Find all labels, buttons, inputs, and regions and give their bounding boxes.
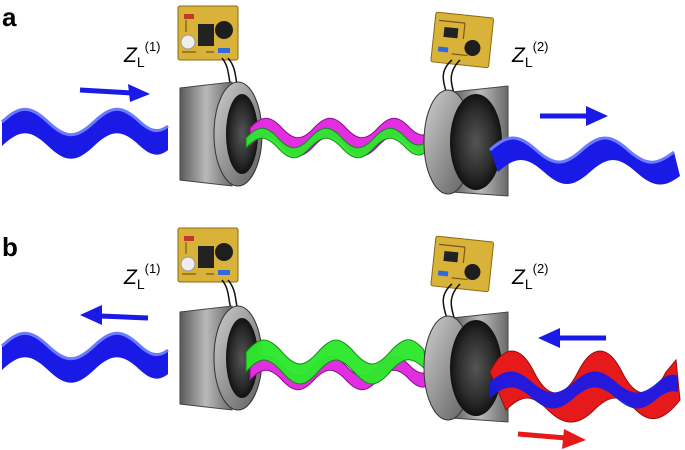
- transmitted-arrow-a: [540, 106, 608, 126]
- svg-text:ZL(1): ZL(1): [123, 39, 161, 70]
- loudspeaker-icon: [423, 311, 509, 423]
- incident-wave-right-b: [489, 350, 681, 423]
- circuit-board-icon: [177, 227, 239, 283]
- circuit-board-icon: [430, 11, 494, 69]
- impedance-label-right-a: ZL(2): [511, 39, 549, 70]
- impedance-label-left-a: ZL(1): [123, 39, 161, 70]
- impedance-label-right-b: ZL(2): [511, 261, 549, 292]
- reflected-arrow-right-b: [538, 328, 606, 348]
- circuit-board-icon: [430, 235, 494, 293]
- loudspeaker-icon: [179, 305, 263, 411]
- reflected-wave-left-b: [0, 331, 169, 383]
- loudspeaker-icon: [423, 85, 509, 197]
- loudspeaker-icon: [179, 81, 263, 187]
- panel-letter-a: a: [2, 2, 17, 32]
- incident-arrow-a: [79, 84, 150, 102]
- mode-ribbons-b: [245, 339, 431, 391]
- panel-a: a ZL(1): [0, 2, 680, 197]
- svg-text:ZL(2): ZL(2): [511, 261, 549, 292]
- transmitted-wave-right-a: [489, 136, 680, 185]
- mode-ribbons-a: [245, 117, 431, 159]
- panel-b: b ZL(1): [0, 227, 681, 449]
- reflected-arrow-left-b: [80, 305, 149, 325]
- incident-arrow-right-b: [517, 429, 586, 449]
- svg-text:ZL(1): ZL(1): [123, 261, 161, 292]
- circuit-board-icon: [177, 5, 239, 61]
- impedance-label-left-b: ZL(1): [123, 261, 161, 292]
- panel-letter-b: b: [2, 232, 18, 262]
- svg-text:ZL(2): ZL(2): [511, 39, 549, 70]
- incident-wave-left-a: [0, 107, 169, 159]
